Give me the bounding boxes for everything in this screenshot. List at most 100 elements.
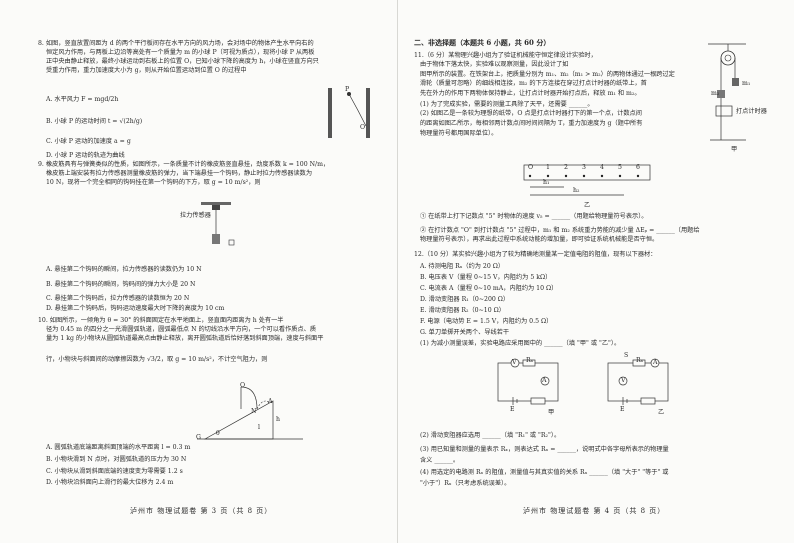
q11-line-3: 图甲所示的装置。在铁架台上，把质量分别为 m₁、m₂（m₁ > m₂）的两物体通… <box>420 71 675 78</box>
q12-part-2: (2) 滑动变阻器应选用 ______（填 "R₁" 或 "R₂"）。 <box>420 432 561 439</box>
q11-fig-timer: 打点计时器 <box>736 108 767 115</box>
page-4: 二、非选择题（本题共 6 小题，共 60 分） 11.（6 分）某物理兴趣小组为… <box>397 0 794 543</box>
q12-right-v: V <box>621 377 626 384</box>
q9-line-2: 橡皮筋上端安装有拉力传感器测量橡皮筋的弹力，当下端悬挂一个钩码，静止时拉力传感器… <box>46 170 313 177</box>
tape-dot <box>528 174 532 178</box>
q12-left-caption: 甲 <box>548 409 555 416</box>
q11-line-7: (2) 如图乙是一条较为理想的纸带，O 点是打点计时器打下的第一个点，计数点间 <box>420 110 642 117</box>
tape-dot <box>600 174 604 178</box>
q10-option-d: D. 小物块沿斜面向上滑行的最大位移为 2.4 m <box>46 479 174 486</box>
q11-fig-m1: m₁ <box>742 80 751 87</box>
q10-option-b: B. 小物块滑到 N 点时，对圆弧轨道的压力为 30 N <box>46 456 187 463</box>
q11-sub-3: 物理量符号表示），再求出此过程中系统动能的增加量，即可验证系统机械能是否守恒。 <box>420 236 659 243</box>
q10-option-a: A. 圆弧轨道底端距离斜面顶端的水平距离 l = 0.3 m <box>46 444 191 451</box>
q11-sub-2: ② 在打计数点 "O" 到打计数点 "5" 过程中，m₁ 和 m₂ 系统重力势能… <box>420 227 700 234</box>
q12-left-rx: Rₓ <box>526 357 534 364</box>
tape-dot <box>636 174 640 178</box>
q12-item-e: E. 滑动变阻器 R₂（0~10 Ω） <box>420 307 505 314</box>
q8-line-2: 恒定风力作用，与两板上边沿等高处有一个质量为 m 的小球 P（可视为质点），现将… <box>46 49 315 56</box>
q11-tape-h1: h₁ <box>543 179 550 186</box>
q12-right-e: E <box>620 406 625 413</box>
q11-tape-h2: h₂ <box>573 187 580 194</box>
q11-apparatus-figure <box>708 43 746 141</box>
q11-line-5: 先在外力的作用下两物体保持静止，让打点计时器开始打点后，释放 m₁ 和 m₂。 <box>420 90 641 97</box>
q12-line-1: 12.（10 分）某实验兴趣小组为了较为精确地测量某一定值电阻的阻值，现有以下器… <box>414 251 657 258</box>
q12-circuit-right <box>607 358 669 405</box>
section-heading: 二、非选择题（本题共 6 小题，共 60 分） <box>414 38 551 47</box>
q10-fig-theta: θ <box>216 430 220 437</box>
q12-right-s: S <box>624 352 629 359</box>
q9-option-c: C. 悬挂第二个钩码后，拉力传感器的读数恒为 20 N <box>46 295 190 302</box>
tape-point-label: 5 <box>618 164 622 171</box>
q10-fig-o: O <box>240 382 246 389</box>
q8-line-3: 正中央由静止释放，最终小球运动到右板上的位置 O，已知小球下降的高度为 h，小球… <box>46 58 319 65</box>
q11-line-6: (1) 为了完成实验，需要的测量工具除了天平，还需要 ______。 <box>420 101 594 108</box>
q11-fig-m2: m₂ <box>711 90 720 97</box>
tape-point-label: O <box>528 164 534 171</box>
q12-part-4b: "小于"）Rₓ（只考虑系统误差）。 <box>420 480 511 487</box>
q9-option-b: B. 悬挂第二个钩码的瞬间，钩码间的弹力大小是 20 N <box>46 281 196 288</box>
q12-part-1: (1) 为减小测量误差，实验电路应采用图中的 ______（填 "甲" 或 "乙… <box>420 340 621 347</box>
tape-dot <box>618 174 622 178</box>
q11-line-4: 滑轮（质量可忽略）的细线相连接，m₂ 的下方连接在穿过打点计时器的纸带上，首 <box>420 80 647 87</box>
page-3: 8. 如图，竖直放置间距为 d 的两个平行板间存在水平方向的风力场，会对场中的物… <box>38 40 370 515</box>
q12-left-e: E <box>510 406 515 413</box>
q10-line-2: 径为 0.45 m 的四分之一光滑圆弧轨道，圆弧最低点 N 的切线沿水平方向，一… <box>46 326 317 333</box>
q12-right-rx: Rₓ <box>636 357 644 364</box>
q12-item-d: D. 滑动变阻器 R₁（0~200 Ω） <box>420 296 510 303</box>
q12-circuit-left <box>497 358 559 405</box>
tape-point-label: 4 <box>600 164 604 171</box>
q11-line-9: 物理量符号都用国际单位）。 <box>420 130 498 137</box>
page-3-footer: 泸州市 物理试题卷 第 3 页（共 8 页） <box>130 507 273 515</box>
q10-fig-a: A <box>268 398 273 405</box>
tape-dot <box>564 174 568 178</box>
q8-option-d: D. 小球 P 运动的轨迹为曲线 <box>46 152 125 159</box>
q10-fig-l: l <box>258 424 260 431</box>
q10-fig-n: N <box>251 408 257 415</box>
q8-fig-p: P <box>345 86 350 93</box>
q10-line-4: 行，小物块与斜面间的动摩擦因数为 √3/2，取 g = 10 m/s²，不计空气… <box>46 356 268 363</box>
q12-item-g: G. 单刀单掷开关两个、导线若干 <box>420 329 510 336</box>
q9-fig-sensor: 拉力传感器 <box>180 212 211 219</box>
tape-dot <box>582 174 586 178</box>
q8-option-b: B. 小球 P 的运动时间 t = √(2h/g) <box>46 118 143 125</box>
q8-line-4: 受重力作用，重力加速度大小为 g，则从开始位置运动到位置 O 的过程中 <box>46 67 247 74</box>
q12-part-3b: 含义 ______。 <box>420 457 460 464</box>
q10-line-1: 10. 如图所示，一倾角为 θ = 30° 的斜面固定在水平地面上，竖直面内距离… <box>38 317 284 324</box>
q11-fig-caption: 甲 <box>731 146 738 153</box>
q11-tape-figure <box>523 164 651 196</box>
tape-point-label: 1 <box>546 164 550 171</box>
q9-option-a: A. 悬挂第二个钩码的瞬间，拉力传感器的读数仍为 10 N <box>46 266 202 273</box>
q10-figure <box>197 386 303 440</box>
tape-point-label: 2 <box>564 164 568 171</box>
q10-fig-h: h <box>276 416 280 423</box>
tape-point-label: 3 <box>582 164 586 171</box>
q8-fig-o: O <box>360 124 366 131</box>
q10-fig-g: G <box>196 434 201 441</box>
q9-line-1: 9. 橡皮筋具有与弹簧类似的性质，如图所示，一条质量不计的橡皮筋竖直悬挂，劲度系… <box>38 161 330 168</box>
tape-point-label: 6 <box>636 164 640 171</box>
q12-item-c: C. 电流表 A（量程 0~10 mA，内阻约为 10 Ω） <box>420 285 558 292</box>
q9-line-3: 10 N，现将一个完全相同的钩码挂在第一个钩码的下方，取 g = 10 m/s²… <box>46 179 261 186</box>
q9-option-d: D. 悬挂第二个钩码后，钩码运动速度最大时下降的高度为 10 cm <box>46 305 225 312</box>
q8-option-a: A. 水平风力 F = mgd/2h <box>46 96 119 103</box>
q12-right-a: A <box>653 359 658 366</box>
q10-option-c: C. 小物块从滑到斜面底端的速度变为零需要 1.2 s <box>46 468 183 475</box>
q12-left-a: A <box>542 377 547 384</box>
q12-left-v: V <box>512 359 517 366</box>
q11-tape-caption: 乙 <box>584 202 591 209</box>
q8-figure <box>328 88 370 138</box>
q11-sub-1: ① 在纸带上打下记数点 "5" 时物体的速度 v₅ = ______（用题给物理… <box>420 213 648 220</box>
q11-line-2: 由于物体下落太快，实验难以观察测量，因此设计了如 <box>420 61 569 68</box>
q12-item-f: F. 电源（电动势 E = 1.5 V，内阻约为 0.5 Ω） <box>420 318 553 325</box>
q12-item-a: A. 待测电阻 Rₓ（约为 20 Ω） <box>420 263 505 270</box>
tape-dot <box>546 174 550 178</box>
q8-option-c: C. 小球 P 运动的加速度 a = g <box>46 138 131 145</box>
q12-item-b: B. 电压表 V（量程 0~15 V，内阻约为 5 kΩ） <box>420 274 552 281</box>
q11-line-8: 的距离如图乙所示，每相邻两计数点间时间间隔为 T，重力加速度为 g（题中所有 <box>420 120 643 127</box>
q12-part-3: (3) 用已知量和测量的量表示 Rₓ，则表达式 Rₓ = ______，说明式中… <box>420 446 669 453</box>
q12-right-caption: 乙 <box>658 409 665 416</box>
q9-figure <box>201 202 235 246</box>
q12-part-4: (4) 用选定的电路测 Rₓ 的阻值，测量值与其真实值的关系 Rₓ ______… <box>420 469 669 476</box>
q8-line-1: 8. 如图，竖直放置间距为 d 的两个平行板间存在水平方向的风力场，会对场中的物… <box>38 40 314 47</box>
